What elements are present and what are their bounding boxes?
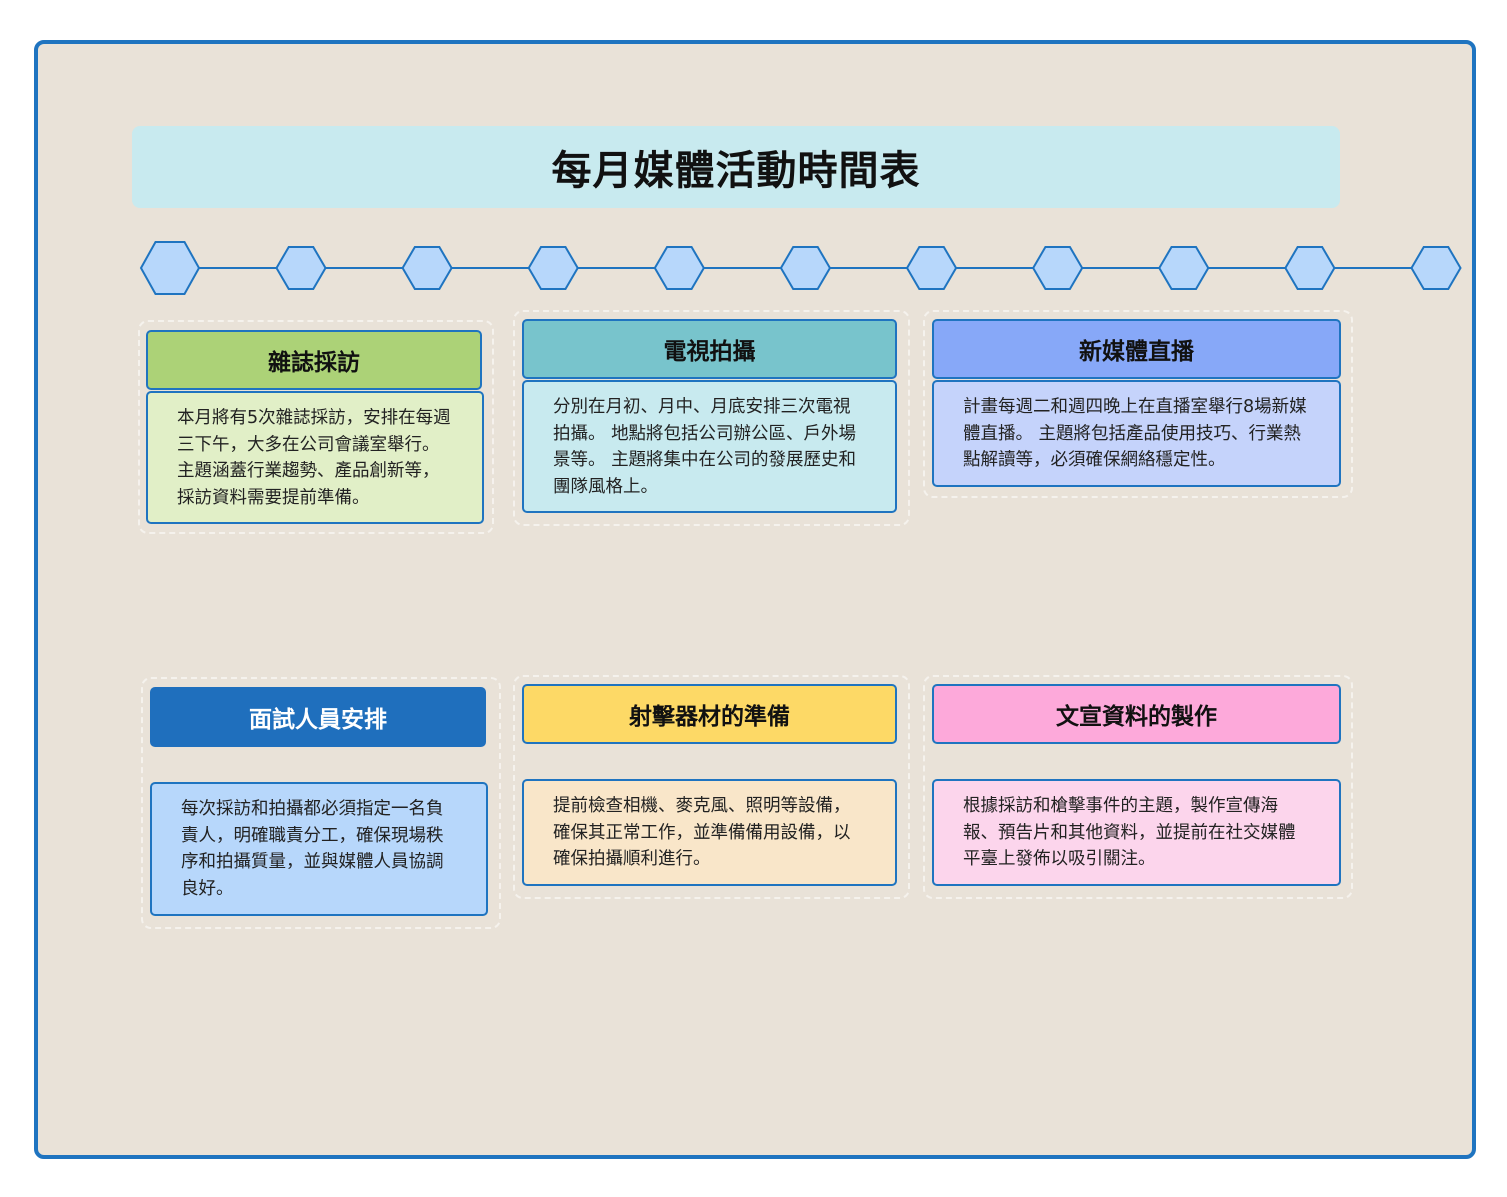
card-5-heading: 射擊器材的準備 bbox=[522, 684, 897, 744]
title-bar: 每月媒體活動時間表 bbox=[132, 126, 1340, 208]
card-3-body: 計畫每週二和週四晚上在直播室舉行8場新媒體直播。 主題將包括產品使用技巧、行業熱… bbox=[932, 380, 1341, 487]
card-2-heading: 電視拍攝 bbox=[522, 319, 897, 379]
diagram-frame bbox=[34, 40, 1476, 1159]
card-group-1 bbox=[138, 320, 494, 534]
card-group-2 bbox=[513, 310, 910, 526]
card-5-body: 提前檢查相機、麥克風、照明等設備，確保其正常工作，並準備備用設備，以確保拍攝順利… bbox=[522, 779, 897, 886]
card-1-heading: 雜誌採訪 bbox=[146, 330, 482, 390]
card-3-heading: 新媒體直播 bbox=[932, 319, 1341, 379]
card-4-heading: 面試人員安排 bbox=[150, 687, 486, 747]
card-group-4 bbox=[141, 677, 501, 929]
card-1-body: 本月將有5次雜誌採訪，安排在每週三下午，大多在公司會議室舉行。 主題涵蓋行業趨勢… bbox=[146, 391, 484, 524]
card-4-body: 每次採訪和拍攝都必須指定一名負責人，明確職責分工，確保現場秩序和拍攝質量，並與媒… bbox=[150, 782, 488, 916]
card-group-6 bbox=[923, 675, 1353, 899]
diagram-title: 每月媒體活動時間表 bbox=[551, 148, 921, 194]
card-2-body: 分別在月初、月中、月底安排三次電視拍攝。 地點將包括公司辦公區、戶外場景等。 主… bbox=[522, 380, 897, 513]
card-6-heading: 文宣資料的製作 bbox=[932, 684, 1341, 744]
card-6-body: 根據採訪和槍擊事件的主題，製作宣傳海報、預告片和其他資料，並提前在社交媒體平臺上… bbox=[932, 779, 1341, 886]
card-group-3 bbox=[923, 310, 1353, 498]
card-group-5 bbox=[513, 675, 910, 899]
